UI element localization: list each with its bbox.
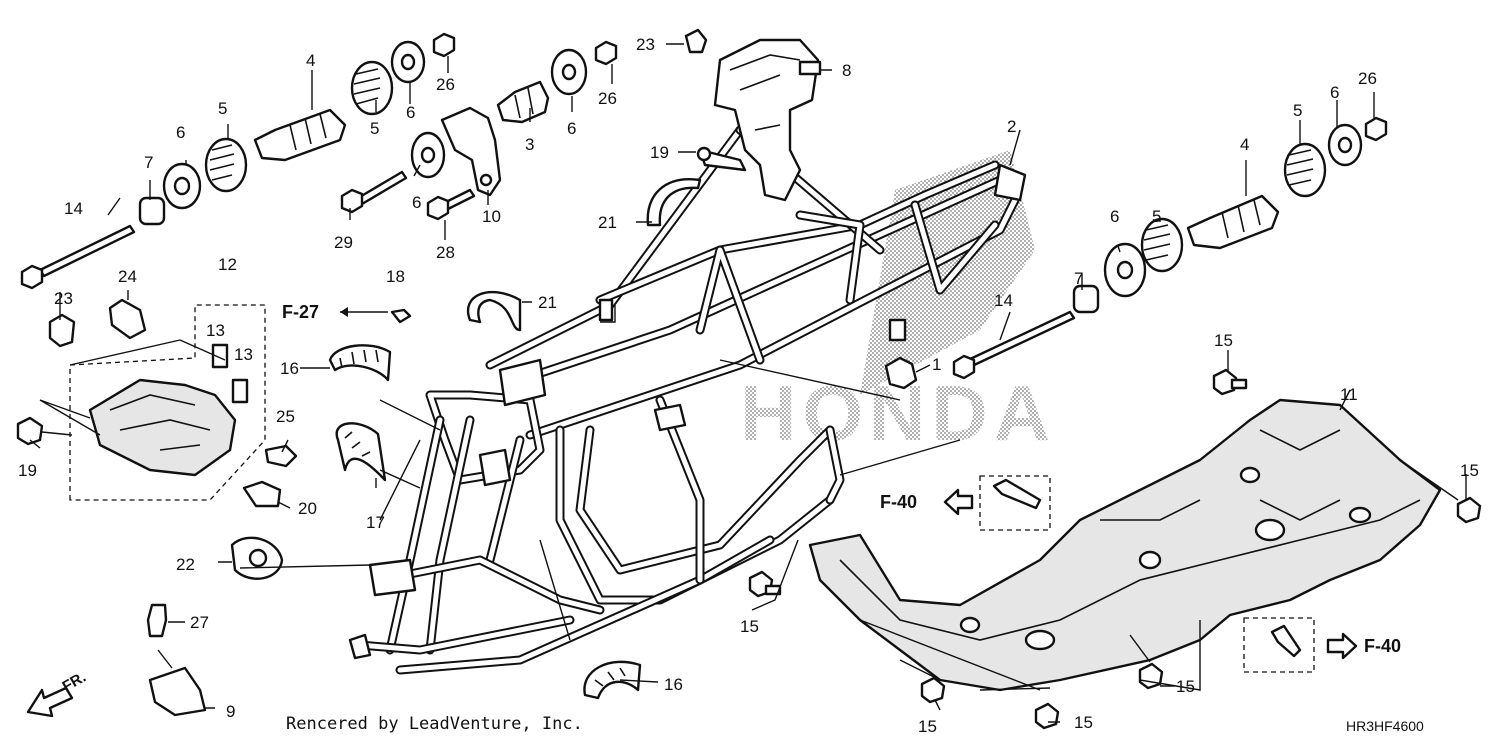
callout-22: 22 (176, 555, 195, 574)
callout-7-right: 7 (1074, 269, 1083, 288)
callout-14-left: 14 (64, 199, 83, 218)
callout-19-upper: 19 (650, 143, 669, 162)
callout-labels: 1 2 3 4 4 5 5 5 5 6 6 6 6 6 6 7 7 8 9 10… (18, 35, 1479, 736)
callout-11: 11 (1340, 385, 1358, 404)
front-direction-marker: FR. (26, 669, 89, 718)
callout-3: 3 (525, 135, 534, 154)
callout-15-f: 15 (1074, 713, 1093, 732)
callout-15-e: 15 (918, 717, 937, 736)
left-bushing-assembly (20, 32, 456, 290)
callout-4-right: 4 (1240, 135, 1249, 154)
callout-15-b: 15 (1460, 461, 1479, 480)
callout-1: 1 (932, 355, 941, 374)
leader-lines (29, 43, 1467, 723)
callout-7-left: 7 (144, 153, 153, 172)
right-bushing-assembly (952, 116, 1388, 380)
callout-6-f: 6 (1330, 83, 1339, 102)
callout-26-a: 26 (436, 75, 455, 94)
f40-reference-upper: F-40 (880, 488, 974, 516)
callout-26-b: 26 (598, 89, 617, 108)
callout-20: 20 (298, 499, 317, 518)
upper-bracket-assembly (684, 28, 822, 202)
callout-16-lower: 16 (664, 675, 683, 694)
callout-24: 24 (118, 267, 137, 286)
skid-plate (808, 398, 1442, 692)
callout-15-c: 15 (740, 617, 759, 636)
callout-5-a: 5 (218, 99, 227, 118)
f27-reference: F-27 (282, 302, 388, 322)
bolts-15 (748, 368, 1482, 730)
callout-5-b: 5 (370, 119, 379, 138)
callout-23-upper: 23 (636, 35, 655, 54)
callout-5-c: 5 (1152, 207, 1161, 226)
callout-18: 18 (386, 267, 405, 286)
callout-6-a: 6 (176, 123, 185, 142)
callout-17: 17 (366, 513, 385, 532)
callout-6-e: 6 (1110, 207, 1119, 226)
f40-upper-label: F-40 (880, 492, 917, 512)
callout-6-b: 6 (406, 103, 415, 122)
center-bushing-assembly (340, 40, 618, 221)
callout-4-left: 4 (306, 51, 315, 70)
callout-21-upper: 21 (598, 213, 617, 232)
callout-2: 2 (1007, 117, 1016, 136)
left-bracket-assembly (16, 298, 298, 717)
f40-lower-group (1243, 617, 1315, 673)
callout-28: 28 (436, 243, 455, 262)
callout-13-b: 13 (234, 345, 253, 364)
callout-13-a: 13 (206, 321, 225, 340)
callout-12: 12 (218, 255, 237, 274)
callout-10: 10 (482, 207, 501, 226)
callout-9: 9 (226, 702, 235, 721)
callout-14-right: 14 (994, 291, 1013, 310)
callout-6-c: 6 (412, 193, 421, 212)
callout-26-c: 26 (1358, 69, 1377, 88)
callout-8: 8 (842, 61, 851, 80)
callout-29: 29 (334, 233, 353, 252)
f40-reference-lower: F-40 (1326, 632, 1401, 660)
callout-15-a: 15 (1214, 331, 1233, 350)
f40-lower-label: F-40 (1364, 636, 1401, 656)
f27-label: F-27 (282, 302, 319, 322)
callout-25: 25 (276, 407, 295, 426)
callout-27: 27 (190, 613, 209, 632)
callout-19-left: 19 (18, 461, 37, 480)
callout-21-lower: 21 (538, 293, 557, 312)
callout-23-left: 23 (54, 289, 73, 308)
credit-text: Rencered by LeadVenture, Inc. (286, 714, 583, 734)
band-clamps (328, 178, 918, 700)
callout-16-upper: 16 (280, 359, 299, 378)
diagram-code: HR3HF4600 (1346, 718, 1424, 734)
f40-upper-group (979, 475, 1051, 531)
callout-5-d: 5 (1293, 101, 1302, 120)
callout-6-d: 6 (567, 119, 576, 138)
callout-15-d: 15 (1176, 677, 1195, 696)
